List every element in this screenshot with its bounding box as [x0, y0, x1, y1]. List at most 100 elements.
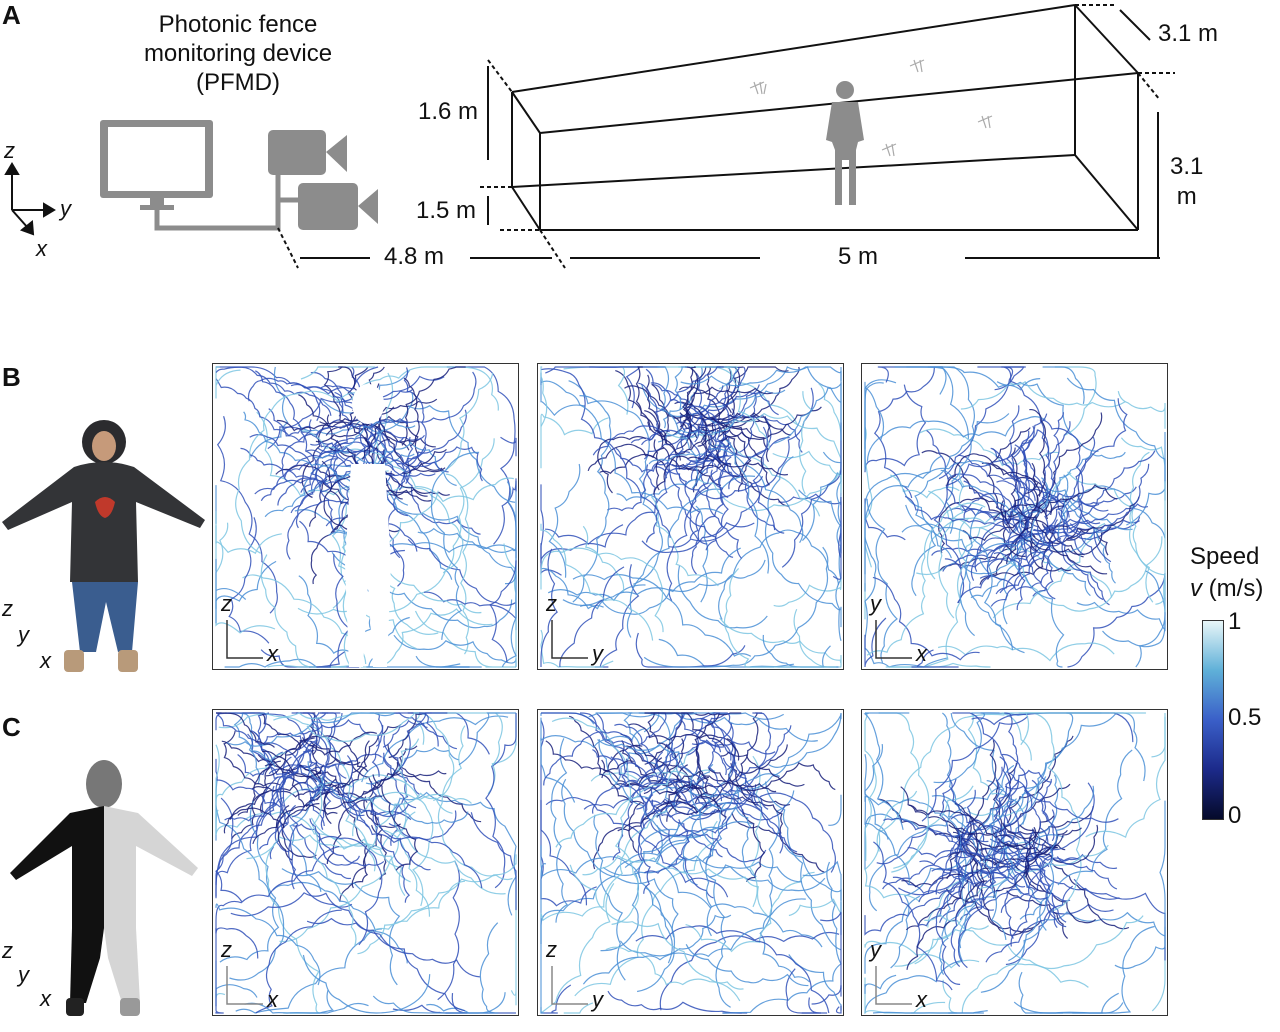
- trajectory: [264, 479, 308, 518]
- trajectory: [540, 368, 671, 538]
- axis-z-label: z: [4, 138, 15, 163]
- trajectory: [247, 377, 321, 422]
- trajectory: [489, 560, 517, 663]
- trajectory: [666, 764, 688, 822]
- trajectory: [864, 940, 980, 969]
- trajectory: [957, 799, 1014, 969]
- trajectory: [864, 860, 977, 1014]
- trajectory: [1065, 496, 1116, 584]
- trajectory: [291, 712, 343, 818]
- trajectory: [540, 379, 724, 515]
- trajectory: [540, 484, 624, 563]
- subject-b-axis-x: x: [40, 648, 51, 673]
- trajectory: [310, 371, 344, 417]
- trajectory: [510, 875, 517, 1006]
- trajectory: [470, 812, 517, 911]
- trajectory: [458, 712, 517, 766]
- trajectory: [272, 881, 408, 964]
- trajectory: [323, 366, 350, 432]
- trajectory: [540, 835, 701, 944]
- trajectory: [971, 712, 1146, 782]
- trajectory: [401, 366, 466, 446]
- trajectory: [793, 608, 841, 668]
- trajectory: [365, 880, 466, 936]
- trajectory: [442, 438, 495, 574]
- trajectory: [872, 576, 980, 661]
- trajectory: [545, 366, 666, 374]
- trajectory: [723, 567, 837, 668]
- trajectory: [820, 911, 842, 990]
- trajectory: [382, 371, 477, 423]
- trajectory: [954, 803, 979, 867]
- trajectory: [319, 446, 345, 488]
- trajectory: [1010, 447, 1036, 538]
- trajectory: [1034, 774, 1059, 852]
- trajectory: [686, 423, 712, 466]
- trajectory: [215, 758, 281, 808]
- trajectory: [665, 466, 764, 500]
- trajectory: [593, 814, 626, 981]
- trajectory: [864, 455, 942, 575]
- trajectory: [310, 774, 365, 817]
- trajectory: [259, 713, 323, 750]
- trajectory: [668, 459, 734, 558]
- trajectory: [1006, 890, 1069, 939]
- dim-height-left: 1.6 m: [418, 98, 479, 125]
- trajectory: [219, 800, 280, 963]
- trajectory: [597, 436, 647, 494]
- trajectory: [385, 486, 464, 613]
- trajectory: [708, 367, 732, 420]
- trajectory: [890, 858, 966, 969]
- trajectory: [658, 423, 734, 443]
- trajectory: [949, 779, 985, 842]
- dim-height-right: 3.1 m: [1170, 152, 1203, 212]
- trajectory: [215, 366, 332, 416]
- trajectory: [892, 864, 965, 894]
- trajectory: [260, 554, 347, 668]
- trajectory: [1004, 842, 1057, 939]
- trajectory: [1056, 856, 1118, 890]
- trajectory: [906, 880, 988, 970]
- trajectory: [1071, 992, 1119, 1014]
- trajectory: [635, 632, 746, 668]
- trajectory: [638, 815, 652, 894]
- trajectory: [675, 712, 727, 776]
- colorbar-gradient: [1202, 620, 1224, 820]
- trajectory: [605, 946, 741, 1002]
- trajectory: [1004, 785, 1119, 823]
- trajectory: [662, 770, 732, 787]
- trajectory: [243, 411, 355, 486]
- trajectory: [437, 861, 460, 1001]
- trajectory: [919, 428, 1060, 467]
- trajectory: [901, 523, 1014, 650]
- trajectory: [423, 591, 517, 619]
- trajectory: [644, 807, 691, 874]
- trajectory: [1022, 425, 1035, 502]
- trajectory: [1114, 800, 1166, 970]
- trajectory: [635, 925, 830, 1014]
- trajectory: [992, 779, 1003, 833]
- dim-length: 5 m: [838, 243, 879, 270]
- trajectory: [572, 394, 612, 603]
- trajectory: [305, 748, 326, 800]
- trajectory: [260, 462, 312, 501]
- plot-vertical-axis-label: z: [221, 591, 232, 616]
- trajectory: [229, 807, 285, 829]
- trajectory: [587, 443, 666, 472]
- trajectory: [722, 794, 784, 834]
- trajectory: [864, 886, 966, 936]
- trajectory: [644, 712, 742, 765]
- trajectory: [615, 370, 651, 431]
- trajectory: [832, 497, 842, 580]
- trajectory: [1005, 903, 1114, 966]
- trajectory: [616, 470, 705, 502]
- trajectory: [1031, 779, 1048, 823]
- trajectory: [1032, 498, 1069, 514]
- trajectory: [985, 885, 1074, 963]
- trajectory: [346, 755, 483, 889]
- trajectory: [933, 712, 1000, 784]
- trajectory: [641, 366, 842, 418]
- trajectory: [620, 733, 723, 814]
